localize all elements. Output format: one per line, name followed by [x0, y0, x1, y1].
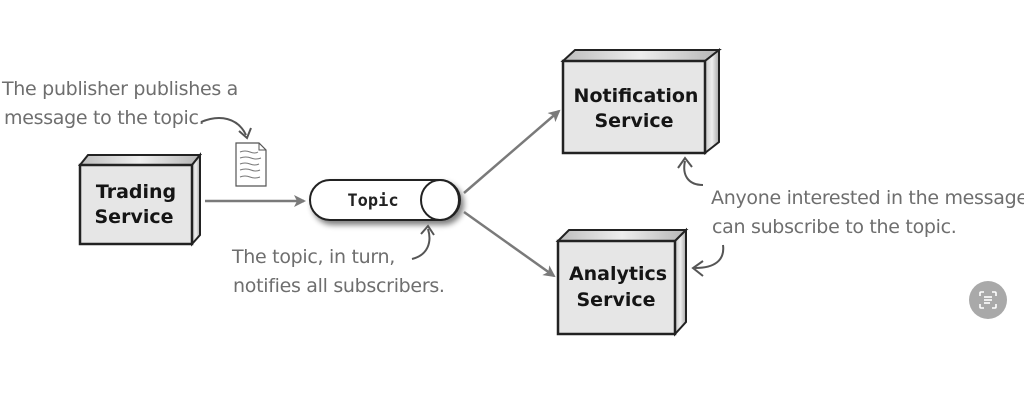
trading-service-label-1: Trading: [96, 181, 176, 203]
curved-arrow-icon: [411, 224, 435, 260]
notification-service-label-1: Notification: [574, 85, 699, 107]
topic-annotation-line-2: notifies all subscribers.: [233, 275, 445, 297]
curved-arrow-icon: [677, 156, 704, 186]
analytics-service-box: Analytics Service: [555, 227, 689, 337]
publisher-annotation-line-1: The publisher publishes a: [1, 78, 238, 100]
trading-service-label-2: Service: [95, 206, 174, 228]
analytics-service-label-1: Analytics: [569, 263, 667, 285]
arrow-topic-to-analytics: [463, 210, 556, 278]
curved-arrow-icon: [691, 244, 725, 277]
topic-label: Topic: [347, 191, 398, 211]
topic-annotation-line-1: The topic, in turn,: [231, 246, 395, 268]
trading-service-box: Trading Service: [77, 152, 203, 247]
curved-arrow-icon: [200, 117, 252, 140]
arrow-topic-to-notification: [463, 109, 561, 194]
topic-node: [309, 179, 461, 221]
visual-search-button[interactable]: [969, 281, 1007, 319]
visual-search-icon: [979, 291, 997, 309]
document-icon: [235, 142, 267, 187]
subscribers-annotation-line-1: Anyone interested in the messages: [711, 187, 1024, 209]
notification-service-box: Notification Service: [560, 47, 722, 156]
subscribers-annotation-line-2: can subscribe to the topic.: [712, 216, 957, 238]
analytics-service-label-2: Service: [577, 289, 656, 311]
publisher-annotation-line-2: message to the topic.: [4, 107, 204, 129]
notification-service-label-2: Service: [595, 110, 674, 132]
